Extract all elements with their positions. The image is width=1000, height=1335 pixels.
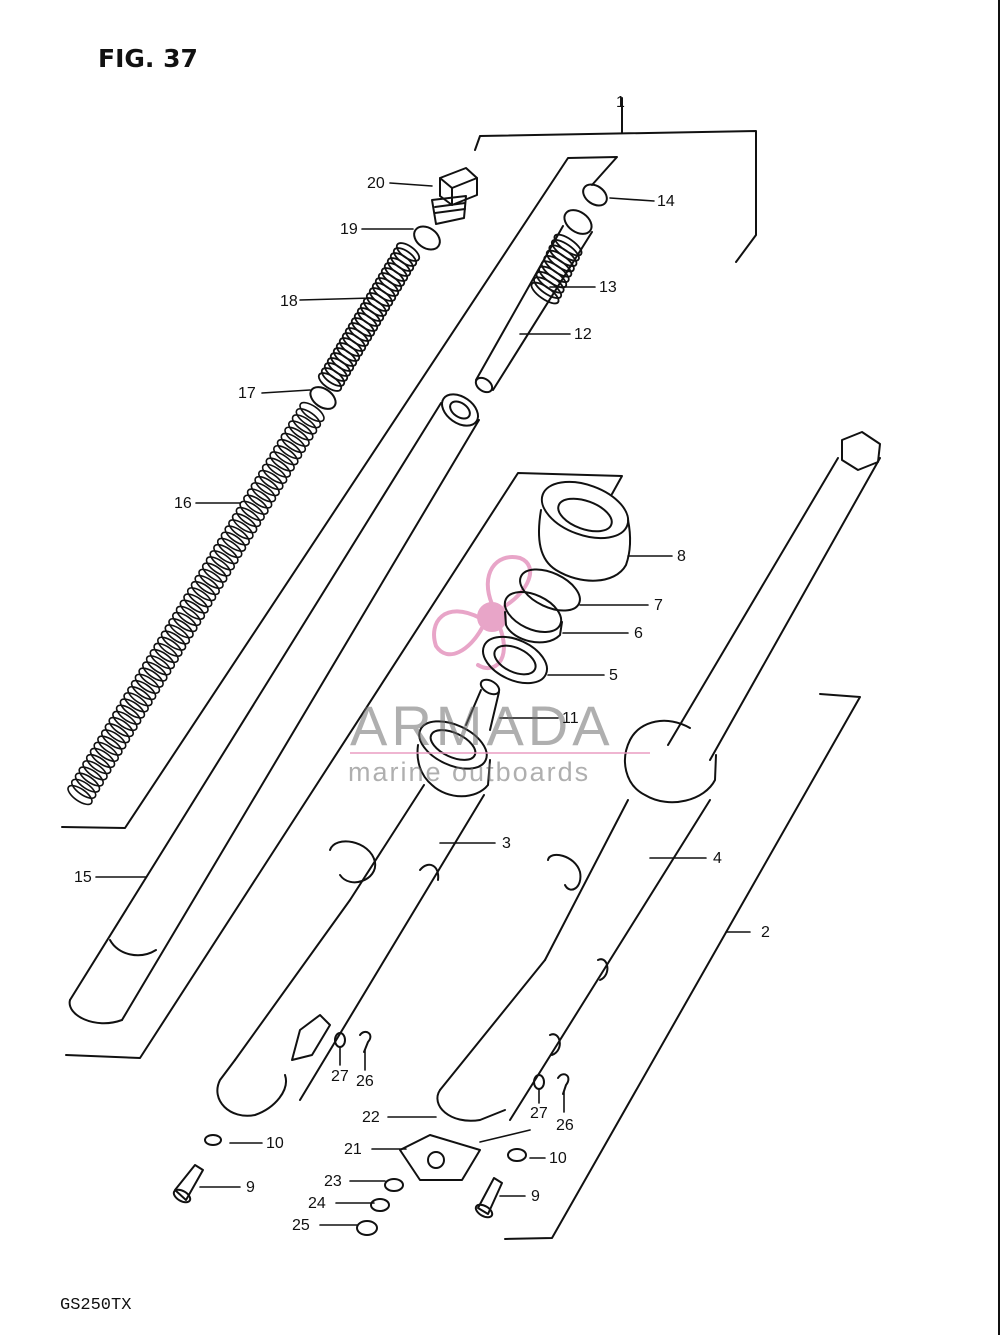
callout-27-left: 27 (331, 1068, 349, 1085)
damper-rod-12 (474, 209, 593, 394)
assembly-bracket-2 (504, 693, 861, 1240)
callout-10-left: 10 (266, 1135, 284, 1152)
callout-18: 18 (280, 293, 298, 310)
callout-25: 25 (292, 1217, 310, 1234)
callout-10-right: 10 (549, 1150, 567, 1167)
callout-21: 21 (344, 1141, 362, 1158)
bolt-9-left (172, 1164, 204, 1204)
callout-13: 13 (599, 279, 617, 296)
rebound-spring-13 (530, 233, 583, 305)
callout-24: 24 (308, 1195, 326, 1212)
upper-cover-8 (538, 480, 631, 582)
callout-23: 23 (324, 1173, 342, 1190)
screw-26-right (557, 1073, 570, 1095)
callout-26-left: 26 (356, 1073, 374, 1090)
oil-seal-5 (482, 635, 548, 685)
callout-3: 3 (502, 835, 511, 852)
callout-6: 6 (634, 625, 643, 642)
callout-12: 12 (574, 326, 592, 343)
spacer-6 (503, 591, 563, 644)
o-ring-19 (413, 225, 441, 251)
spacer-17 (309, 386, 337, 410)
callout-15: 15 (74, 869, 92, 886)
inner-tube-15 (68, 393, 480, 1025)
washer-27-right (533, 1074, 545, 1090)
assembly-bracket-15 (61, 156, 618, 829)
callout-9-left: 9 (246, 1179, 255, 1196)
washer-10-right (507, 1148, 527, 1162)
watermark-brand: ARMADA (350, 694, 614, 757)
seal-14 (582, 183, 608, 207)
axle-holder-21 (399, 1134, 481, 1181)
nut-25 (356, 1220, 378, 1236)
callout-8: 8 (677, 548, 686, 565)
ring-7 (519, 568, 581, 612)
callout-26-right: 26 (556, 1117, 574, 1134)
callout-27-right: 27 (530, 1105, 548, 1122)
assembly-bracket-1 (474, 97, 757, 263)
callout-20: 20 (367, 175, 385, 192)
lower-spring-16 (67, 401, 325, 806)
callout-22: 22 (362, 1109, 380, 1126)
callout-16: 16 (174, 495, 192, 512)
model-code: GS250TX (60, 1296, 132, 1315)
bolt-9-right (474, 1177, 503, 1219)
washer-10-left (204, 1134, 222, 1146)
leader-lines (95, 182, 751, 1226)
fork-tube-assembly-4 (436, 431, 881, 1122)
upper-spring-18 (317, 242, 421, 392)
callout-9-right: 9 (531, 1188, 540, 1205)
washer-24 (370, 1198, 390, 1212)
callout-17: 17 (238, 385, 256, 402)
oil-lock-piece-11 (465, 678, 501, 731)
callout-1: 1 (616, 94, 625, 111)
callout-19: 19 (340, 221, 358, 238)
figure-title: FIG. 37 (98, 44, 198, 73)
watermark-rule (350, 752, 650, 754)
callout-4: 4 (713, 850, 722, 867)
callout-14: 14 (657, 193, 675, 210)
callout-5: 5 (609, 667, 618, 684)
assembly-bracket-3 (65, 472, 623, 1059)
callout-7: 7 (654, 597, 663, 614)
screw-26-left (359, 1031, 372, 1053)
fork-cap-bolt-20 (431, 167, 478, 225)
washer-27-left (334, 1032, 346, 1048)
callout-11: 11 (562, 710, 579, 727)
outer-tube-3 (216, 720, 491, 1117)
callout-2: 2 (761, 924, 770, 941)
washer-23 (384, 1178, 404, 1192)
watermark-tagline: marine outboards (348, 757, 591, 787)
